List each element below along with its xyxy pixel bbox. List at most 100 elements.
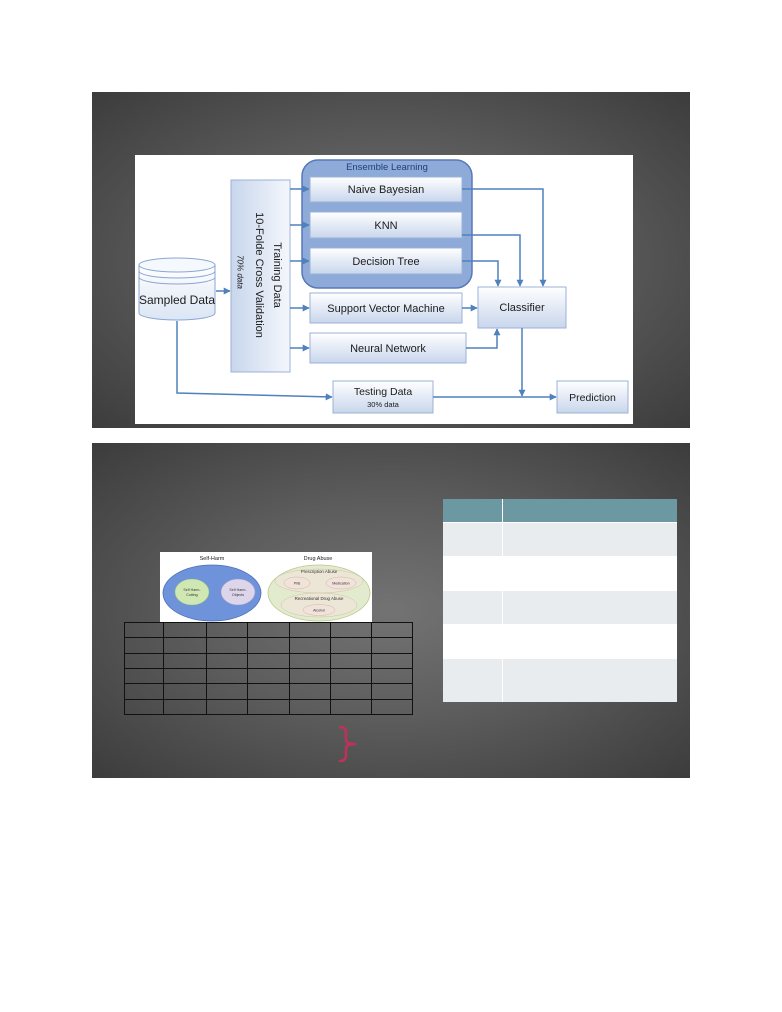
grid-cell: [163, 637, 207, 654]
grid-cell: [330, 667, 372, 685]
grid-cell: [289, 637, 331, 654]
table-row: [124, 621, 413, 639]
grid-cell: [124, 683, 164, 700]
grid-cell: [371, 652, 413, 669]
grid-cell: [163, 667, 207, 685]
grid-cell: [330, 683, 372, 700]
table-cell: [443, 557, 502, 590]
box-shape: [309, 176, 463, 203]
table-cell: [443, 523, 502, 556]
grid-cell: [371, 667, 413, 685]
arrow-decision-tree-to-classifier: [462, 260, 502, 287]
svm-label: Support Vector Machine: [327, 303, 444, 315]
summary-table: [443, 499, 677, 702]
arrow-naive-bayesian-to-classifier: [462, 188, 547, 287]
grid-cell: [163, 683, 207, 700]
grid-cell: [124, 652, 164, 669]
cylinder-body: [138, 265, 216, 321]
cylinder-top: [138, 257, 216, 273]
grid-cell: [371, 637, 413, 654]
grid-cell: [206, 637, 248, 654]
decision-tree-label: Decision Tree: [352, 256, 419, 268]
medication-circle: [325, 576, 357, 590]
table-cell: [443, 591, 502, 624]
svm-box: Support Vector Machine: [309, 292, 463, 324]
grid-cell: [206, 621, 248, 639]
classifier-box: Classifier: [477, 286, 567, 329]
table-row: [124, 683, 413, 700]
grid-cell: [247, 683, 290, 700]
training-data-title: Training Data: [271, 242, 283, 309]
box-shape: [309, 332, 467, 364]
drug-abuse-title: Drug Abuse: [304, 556, 333, 562]
grid-cell: [206, 667, 248, 685]
training-data-method: 10-Folde Cross Validation: [253, 212, 265, 338]
grid-cell: [330, 621, 372, 639]
testing-data-title: Testing Data: [354, 386, 413, 398]
grid-cell: [371, 621, 413, 639]
grid-cell: [124, 698, 164, 716]
cutting-circle: [174, 578, 210, 606]
cutting-label-line2: Cutting: [186, 593, 197, 597]
grid-cell: [330, 652, 372, 669]
ml-pipeline-diagram: Ensemble Learning Naive Bayesian KNN Dec…: [135, 155, 633, 424]
testing-data-box: Testing Data 30% data: [332, 380, 434, 414]
grid-cell: [206, 683, 248, 700]
grid-cell: [124, 637, 164, 654]
training-data-split: 70% data: [236, 255, 245, 289]
ensemble-title: Ensemble Learning: [346, 162, 428, 173]
naive-bayesian-label: Naive Bayesian: [348, 184, 424, 196]
table-cell: [503, 625, 677, 658]
grid-cell: [289, 621, 331, 639]
prescription-title: Prescription Abuse: [301, 569, 338, 574]
table-cell: [503, 557, 677, 590]
grid-cell: [247, 667, 290, 685]
table-cell: [443, 625, 502, 658]
recreational-title: Recreational Drug Abuse: [295, 596, 344, 601]
knn-label: KNN: [374, 220, 397, 232]
cylinder-ring: [138, 276, 216, 285]
arrow-sampled-to-testing: [176, 321, 333, 401]
arrow-knn-to-classifier: [462, 234, 524, 287]
grid-cell: [289, 667, 331, 685]
cutting-label-line1: Self Harm-: [183, 588, 201, 592]
slide-2: Self-Harm Self Harm- Cutting Self Harm- …: [92, 443, 690, 778]
abuse-categories-image: Self-Harm Self Harm- Cutting Self Harm- …: [160, 552, 372, 622]
grid-cell: [206, 652, 248, 669]
slide-1: Ensemble Learning Naive Bayesian KNN Dec…: [92, 92, 690, 428]
table-row: [124, 652, 413, 669]
alcohol-circle: [302, 604, 336, 616]
table-row: [124, 667, 413, 685]
arrow-neural-network-to-classifier: [466, 328, 501, 349]
alcohol-label: Alcohol: [313, 609, 325, 613]
grid-cell: [330, 637, 372, 654]
neural-network-label: Neural Network: [350, 343, 426, 355]
self-harm-group: Self-Harm Self Harm- Cutting Self Harm- …: [162, 556, 262, 622]
grid-cell: [289, 652, 331, 669]
grid-cell: [330, 698, 372, 716]
box-shape: [477, 286, 567, 329]
grid-cell: [247, 621, 290, 639]
curly-brace-icon: [338, 725, 357, 763]
objects-label-line1: Self Harm-: [229, 588, 247, 592]
grid-cell: [247, 698, 290, 716]
grid-cell: [163, 698, 207, 716]
box-shape: [309, 211, 463, 239]
box-shape: [556, 380, 629, 414]
grid-cell: [163, 652, 207, 669]
naive-bayesian-box: Naive Bayesian: [309, 176, 463, 203]
grid-cell: [371, 683, 413, 700]
grid-cell: [289, 698, 331, 716]
table-cell: [503, 659, 677, 702]
prediction-box: Prediction: [556, 380, 629, 414]
grid-cell: [247, 652, 290, 669]
drug-abuse-group: Drug Abuse Prescription Abuse Pills Medi…: [267, 556, 371, 622]
box-shape: [309, 247, 463, 275]
classifier-label: Classifier: [499, 302, 545, 314]
knn-box: KNN: [309, 211, 463, 239]
grid-cell: [371, 698, 413, 716]
sampled-data-label: Sampled Data: [139, 293, 215, 307]
grid-cell: [124, 621, 164, 639]
table-cell: [503, 591, 677, 624]
table-header-cell: [503, 499, 677, 522]
